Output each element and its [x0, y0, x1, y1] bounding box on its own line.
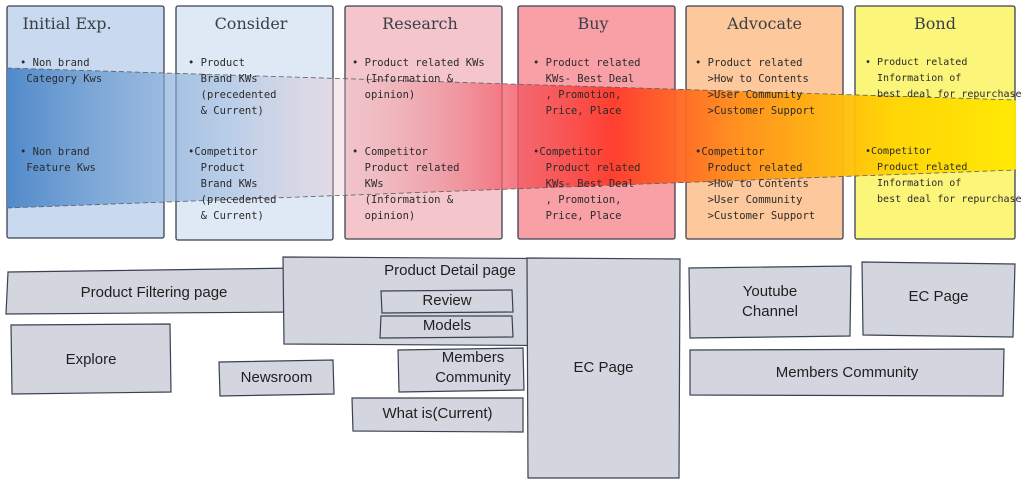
- box-members-community-left: [397, 347, 525, 393]
- stage-title-buy: Buy: [577, 14, 609, 33]
- label-members-community-right: Members Community: [775, 364, 919, 381]
- stage-title-initial: Initial Exp.: [22, 14, 112, 33]
- stage-advocate-bullet-1: • Product related >How to Contents >User…: [695, 57, 816, 117]
- stage-bond-bullet-1: • Product related Information of best de…: [865, 57, 1022, 100]
- box-youtube: [688, 265, 852, 339]
- box-models: [379, 315, 514, 339]
- journey-band-edge-bottom: [6, 169, 1017, 209]
- box-explore: [10, 323, 172, 395]
- box-newsroom: [218, 359, 335, 397]
- journey-band: [7, 68, 1016, 208]
- stage-initial-bullet-2: • Non brand Feature Kws: [20, 146, 96, 174]
- box-members-community-right: [689, 348, 1005, 397]
- label-product-filtering: Product Filtering page: [80, 284, 228, 301]
- label-what-is: What is(Current): [382, 405, 493, 422]
- stage-advocate-bullet-2: •Competitor Product related >How to Cont…: [695, 146, 816, 222]
- label-review: Review: [422, 292, 472, 309]
- stage-consider-bullet-2: •Competitor Product Brand KWs (precedent…: [188, 146, 277, 222]
- journey-band-edge-top: [6, 67, 1017, 101]
- stage-research-bullet-1: • Product related KWs (Information & opi…: [352, 57, 485, 101]
- label-ec-page-right: EC Page: [908, 288, 969, 305]
- stage-research-bullet-2: • Competitor Product related KWs (Inform…: [352, 146, 460, 222]
- stage-initial-bullet-1: • Non brand Category Kws: [20, 57, 103, 85]
- stage-title-advocate: Advocate: [727, 14, 802, 33]
- label-explore: Explore: [65, 351, 117, 368]
- box-review: [380, 289, 514, 314]
- box-ec-page-right: [861, 261, 1016, 338]
- label-product-detail: Product Detail page: [384, 262, 516, 279]
- stage-buy-bullet-2: •Competitor Product related KWs- Best De…: [533, 146, 641, 222]
- label-newsroom: Newsroom: [240, 369, 313, 386]
- stage-title-bond: Bond: [914, 14, 956, 33]
- stage-bond-bullet-2: •Competitor Product related Information …: [865, 146, 1022, 205]
- stage-consider-bullet-1: • Product Brand KWs (precedented & Curre…: [188, 57, 277, 117]
- stage-title-research: Research: [382, 14, 458, 33]
- label-youtube: Youtube Channel: [742, 283, 798, 320]
- label-ec-page-center: EC Page: [573, 359, 634, 376]
- box-ec-page-center: [526, 257, 681, 479]
- box-what-is: [351, 397, 524, 433]
- label-members-community-left: Members Community: [435, 349, 511, 386]
- label-models: Models: [422, 317, 472, 334]
- stage-title-consider: Consider: [214, 14, 288, 33]
- stage-buy-bullet-1: • Product related KWs- Best Deal , Promo…: [533, 57, 641, 117]
